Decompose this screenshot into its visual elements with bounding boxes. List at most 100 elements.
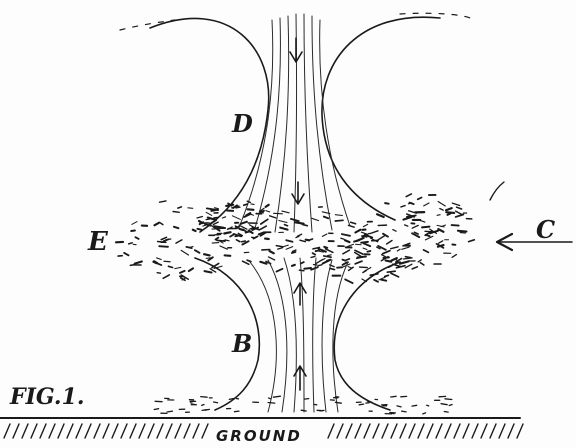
turbulence-dash xyxy=(322,255,332,259)
turbulence-dash xyxy=(130,229,136,232)
turbulence-dash xyxy=(172,210,180,214)
turbulence-dash xyxy=(211,262,220,269)
turbulence-dash xyxy=(347,224,355,228)
turbulence-dash xyxy=(265,210,271,213)
turbulence-dash xyxy=(131,221,138,225)
turbulence-dash xyxy=(241,240,250,246)
turbulence-dash xyxy=(347,266,352,269)
turbulence-dash xyxy=(455,206,463,210)
turbulence-dash xyxy=(437,228,445,233)
dust-dash xyxy=(426,404,430,407)
turbulence-dash xyxy=(451,202,461,207)
turbulence-dash xyxy=(361,235,368,238)
hatch-stroke xyxy=(93,423,101,439)
turbulence-dash xyxy=(214,207,220,210)
label-C: C xyxy=(536,215,555,244)
turbulence-dash xyxy=(396,248,401,252)
turbulence-dash xyxy=(317,247,327,253)
turbulence-dash xyxy=(283,223,289,227)
turbulence-dash xyxy=(129,263,136,267)
turbulence-dash xyxy=(219,245,228,250)
turbulence-dash xyxy=(349,221,357,225)
hatch-stroke xyxy=(444,423,452,439)
left-arrow-icon xyxy=(495,232,514,252)
upper-streamline xyxy=(239,19,274,226)
dust-dash xyxy=(390,395,397,398)
turbulence-dash xyxy=(246,200,252,204)
turbulence-dash xyxy=(247,229,254,235)
turbulence-dash xyxy=(343,239,351,244)
turbulence-dash xyxy=(257,231,265,236)
turbulence-dash xyxy=(416,196,423,201)
turbulence-dash xyxy=(299,239,307,243)
hatch-stroke xyxy=(138,423,146,439)
dust-dash xyxy=(233,410,240,413)
dust-dash xyxy=(267,401,276,404)
turbulence-dash xyxy=(240,240,247,243)
turbulence-dash xyxy=(459,231,467,234)
lower-streamline xyxy=(299,257,305,413)
turbulence-dash xyxy=(239,220,248,225)
turbulence-dash xyxy=(444,207,453,212)
turbulence-dash xyxy=(295,235,300,239)
dust-dash xyxy=(212,401,219,404)
turbulence-dash xyxy=(347,266,354,272)
dust-dash xyxy=(443,410,449,413)
turbulence-dash xyxy=(376,246,381,250)
hatch-stroke xyxy=(498,423,506,439)
hatch-stroke xyxy=(471,423,479,439)
hatch-stroke xyxy=(21,423,29,439)
turbulence-dash xyxy=(175,239,183,244)
turbulence-dash xyxy=(298,269,305,272)
dust-dash xyxy=(444,398,453,401)
turbulence-dash xyxy=(268,215,277,219)
turbulence-dash xyxy=(275,267,284,273)
ground-dust xyxy=(153,395,453,415)
turbulence-dash xyxy=(341,258,347,262)
turbulence-dash xyxy=(450,224,460,227)
turbulence-dash xyxy=(310,255,316,259)
upper-streamline xyxy=(311,15,333,231)
turbulence-dash xyxy=(296,233,303,237)
turbulence-dash xyxy=(187,207,194,209)
upper-left-bulge-arc xyxy=(149,17,270,233)
turbulence-dash xyxy=(440,224,447,228)
turbulence-dash xyxy=(211,220,216,224)
hatch-stroke xyxy=(345,423,353,439)
turbulence-dash xyxy=(279,226,289,231)
turbulence-dash xyxy=(160,236,168,241)
turbulence-dash xyxy=(400,204,406,208)
turbulence-dash xyxy=(234,234,242,238)
hatch-stroke xyxy=(372,423,380,439)
turbulence-dash xyxy=(407,210,418,214)
turbulence-dash xyxy=(411,232,421,239)
turbulence-dash xyxy=(384,259,393,263)
turbulence-dash xyxy=(259,218,269,225)
turbulence-dash xyxy=(158,245,169,248)
hatch-stroke xyxy=(417,423,425,439)
turbulence-dash xyxy=(238,224,248,230)
turbulence-dash xyxy=(290,251,297,254)
turbulence-dash xyxy=(347,243,355,247)
hatch-stroke xyxy=(129,423,137,439)
turbulence-dash xyxy=(325,258,331,262)
turbulence-dash xyxy=(229,233,236,238)
turbulence-dash xyxy=(180,274,190,281)
turbulence-dash xyxy=(403,224,409,227)
turbulence-dash xyxy=(419,261,425,266)
turbulence-dash xyxy=(354,249,364,255)
turbulence-dash xyxy=(234,225,240,229)
turbulence-dash xyxy=(303,266,313,270)
turbulence-dash xyxy=(407,202,413,205)
turbulence-dash xyxy=(272,212,283,215)
lower-streamline xyxy=(249,261,277,413)
turbulence-dash xyxy=(322,215,330,220)
turbulence-dash xyxy=(360,240,369,244)
turbulence-dash xyxy=(454,213,465,218)
turbulence-dash xyxy=(179,277,186,282)
turbulence-dash xyxy=(259,260,268,265)
turbulence-dash xyxy=(429,228,438,235)
upper-streamline xyxy=(254,17,281,229)
turbulence-dash xyxy=(203,270,213,274)
